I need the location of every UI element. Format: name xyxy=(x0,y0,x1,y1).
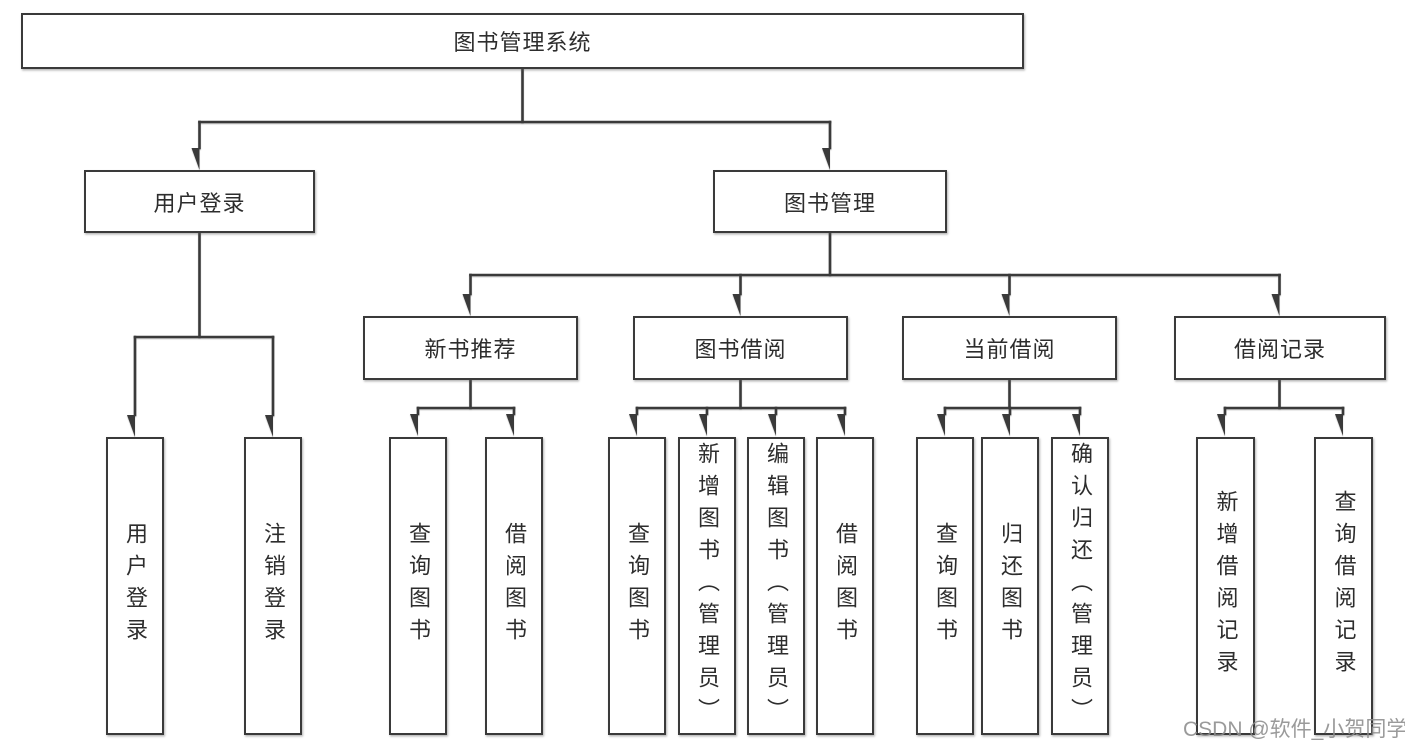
leaf-borrow-add-admin: 新增图书（管理员） xyxy=(678,437,736,735)
leaf-newbook-borrow: 借阅图书 xyxy=(485,437,543,735)
leaf-current-return-label: 归还图书 xyxy=(998,522,1023,650)
leaf-borrow-edit-admin: 编辑图书（管理员） xyxy=(747,437,805,735)
node-book-management-label: 图书管理 xyxy=(783,190,876,216)
connector-userlogin-to-leaves xyxy=(135,230,275,415)
connector-bookmgmt-to-level3 xyxy=(471,231,1281,294)
leaf-newbook-query: 查询图书 xyxy=(389,437,447,735)
leaf-current-query: 查询图书 xyxy=(916,437,974,735)
leaf-borrow-query-label: 查询图书 xyxy=(625,522,650,650)
node-new-book-recommend: 新书推荐 xyxy=(363,316,578,380)
leaf-newbook-query-label: 查询图书 xyxy=(406,522,431,650)
leaf-borrow-borrow: 借阅图书 xyxy=(816,437,874,735)
connector-bookborrow-to-leaves xyxy=(637,378,847,414)
leaf-borrow-borrow-label: 借阅图书 xyxy=(833,522,858,650)
leaf-current-query-label: 查询图书 xyxy=(933,522,958,650)
leaf-borrow-edit-admin-label: 编辑图书（管理员） xyxy=(764,442,789,730)
leaf-logout: 注销登录 xyxy=(244,437,302,735)
leaf-record-query: 查询借阅记录 xyxy=(1314,437,1373,735)
node-borrow-record: 借阅记录 xyxy=(1174,316,1386,380)
connector-currentborrow-to-leaves xyxy=(945,378,1082,414)
leaf-user-login: 用户登录 xyxy=(106,437,164,735)
leaf-record-add: 新增借阅记录 xyxy=(1196,437,1255,735)
node-root-label: 图书管理系统 xyxy=(453,30,592,55)
leaf-logout-label: 注销登录 xyxy=(261,522,286,650)
leaf-record-query-label: 查询借阅记录 xyxy=(1331,490,1357,682)
leaf-current-return: 归还图书 xyxy=(981,437,1039,735)
leaf-record-add-label: 新增借阅记录 xyxy=(1213,490,1239,682)
csdn-watermark: CSDN @软件_小贺同学 xyxy=(1183,718,1405,741)
connector-newbook-to-leaves xyxy=(418,378,516,414)
node-new-book-recommend-label: 新书推荐 xyxy=(424,337,517,362)
leaf-current-confirm-admin-label: 确认归还（管理员） xyxy=(1068,442,1093,730)
leaf-borrow-query: 查询图书 xyxy=(608,437,666,735)
node-book-borrow: 图书借阅 xyxy=(633,316,848,380)
node-current-borrow: 当前借阅 xyxy=(902,316,1117,380)
leaf-borrow-add-admin-label: 新增图书（管理员） xyxy=(695,442,720,730)
node-user-login: 用户登录 xyxy=(84,170,315,233)
connector-borrowrecord-to-leaves xyxy=(1225,378,1345,414)
node-borrow-record-label: 借阅记录 xyxy=(1233,337,1326,362)
node-book-management: 图书管理 xyxy=(713,170,947,233)
leaf-user-login-label: 用户登录 xyxy=(123,522,148,650)
connector-root-to-level2 xyxy=(200,66,832,148)
node-user-login-label: 用户登录 xyxy=(153,190,246,216)
leaf-newbook-borrow-label: 借阅图书 xyxy=(502,522,527,650)
node-current-borrow-label: 当前借阅 xyxy=(963,337,1056,362)
node-root: 图书管理系统 xyxy=(21,13,1024,69)
node-book-borrow-label: 图书借阅 xyxy=(694,337,787,362)
leaf-current-confirm-admin: 确认归还（管理员） xyxy=(1051,437,1109,735)
